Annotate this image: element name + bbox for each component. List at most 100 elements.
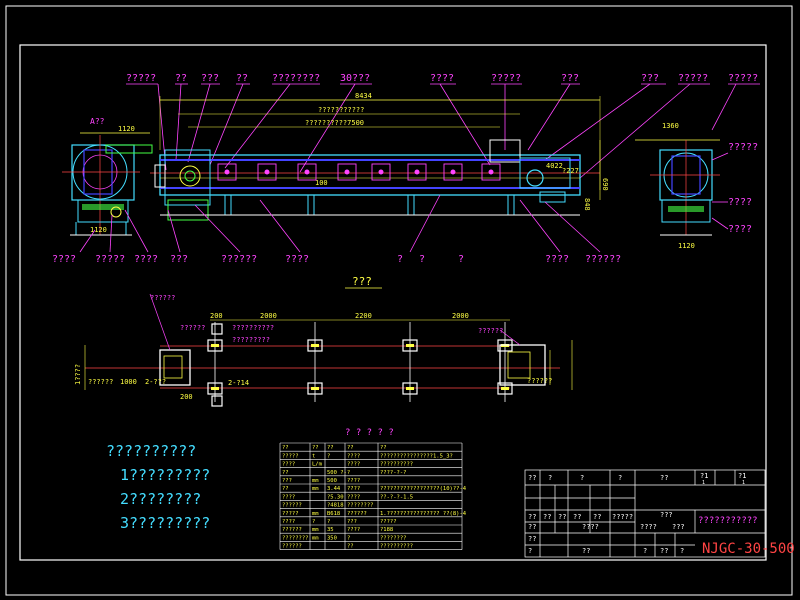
plan-dim-top: 2200 — [355, 312, 372, 320]
title-block: ?? ? ? ? ?? ?1 ?1 1 1 ?? ?? ?? ?? ?? ???… — [524, 469, 795, 558]
callout-label: ????? — [728, 142, 758, 153]
table-cell: ??? — [282, 478, 292, 484]
callout-label: ?????? — [585, 254, 621, 265]
view-ref-label: A?? — [90, 117, 105, 126]
scale-cell: 1 — [742, 480, 745, 486]
title-cell: ? — [680, 547, 684, 555]
right-end-view: 1360 1120 ????? ???? ???? — [635, 122, 758, 250]
plan-mid-dim: 200 — [180, 393, 193, 401]
table-cell: ?5.30 — [327, 494, 344, 500]
table-cell: ? — [327, 519, 330, 525]
title-cell: ? — [643, 547, 647, 555]
table-cell: ????? — [380, 519, 397, 525]
notes-title: ?????????? — [106, 442, 196, 460]
table-cell: ???? — [347, 478, 360, 484]
callout-label: ????? — [678, 73, 708, 84]
table-cell: ????? — [282, 511, 299, 517]
foundation-plan: ??? 200 2000 2200 2000 ?????? ?????? ???… — [74, 275, 573, 407]
callout-label: ???? — [430, 73, 454, 84]
table-header-cell: ?? — [380, 445, 387, 451]
table-cell: L/m — [312, 462, 323, 468]
left-end-view: A?? 1120 1120 — [62, 117, 153, 236]
plan-dim-top: 200 — [210, 312, 223, 320]
table-cell: ?? — [282, 486, 289, 492]
title-cell: ? — [580, 474, 584, 482]
top-callouts: ????? ?? ??? ?? ???????? 30??? ???? ????… — [126, 73, 758, 84]
plan-title: ??? — [352, 275, 372, 288]
callout-label: ?????? — [221, 254, 257, 265]
width-dim-bottom: 1120 — [90, 226, 107, 234]
table-cell: ???????? — [282, 535, 309, 541]
title-cell: ?? — [528, 535, 536, 543]
table-cell: ? — [327, 453, 330, 459]
title-cell: ????? — [612, 513, 633, 521]
ref-100-dim: 100 — [315, 179, 328, 187]
callout-label: ??? — [201, 73, 219, 84]
title-cell: ?? — [660, 547, 668, 555]
callout-label: ???? — [52, 254, 76, 265]
callout-label: ???? — [728, 197, 752, 208]
drawing-name: ??????????? — [698, 516, 758, 526]
plan-label: ?????? — [180, 324, 205, 332]
table-cell: ????-?-? — [380, 470, 407, 476]
table-cell: ????????????????1.5_3? — [380, 453, 453, 459]
right-bottom-dim: 1120 — [678, 242, 695, 250]
plan-left-dim: ?????? — [88, 378, 113, 386]
span-label-2: ??????????7500 — [305, 119, 364, 127]
title-cell: ?? — [528, 523, 536, 531]
callout-label: ???? — [285, 254, 309, 265]
drawing-border — [19, 44, 767, 561]
title-cell: ?? — [660, 474, 668, 482]
plan-label: ?????? — [478, 327, 503, 335]
table-cell: ???????? — [380, 535, 407, 541]
title-cell: ?? — [528, 474, 536, 482]
table-cell: mm — [312, 535, 319, 541]
plan-mid-dim: 2-?14 — [228, 379, 249, 387]
plan-left-dim: 1???? — [74, 364, 82, 385]
callout-label: ????? — [728, 73, 758, 84]
table-cell: ?????? — [282, 527, 302, 533]
technical-notes: ?????????? 1????????? 2???????? 3???????… — [106, 442, 210, 532]
table-cell: ???? — [347, 527, 360, 533]
callout-label: ????? — [126, 73, 156, 84]
main-elevation: 8434 ??????????? ??????????7500 100 — [150, 92, 609, 221]
table-cell: ?4818 — [327, 503, 344, 509]
table-cell: ???????? — [347, 503, 374, 509]
table-cell: ?????????? — [380, 544, 413, 550]
scale-cell: 1 — [702, 480, 705, 486]
height-dim-a: 690 — [601, 178, 609, 191]
table-cell: B618 — [327, 511, 340, 517]
overall-length-dim: 8434 — [355, 92, 372, 100]
table-header-cell: ?? — [327, 445, 334, 451]
plan-left-dim: 2-??? — [145, 378, 166, 386]
table-cell: mm — [312, 478, 319, 484]
table-cell: ???? — [347, 462, 360, 468]
table-cell: 350 — [327, 535, 337, 541]
table-cell: 3.44 — [327, 486, 341, 492]
title-cell: ?? — [593, 513, 601, 521]
note-item: 2???????? — [120, 490, 201, 508]
table-cell: ?????????? — [380, 462, 413, 468]
callout-label: ? — [458, 254, 464, 265]
table-cell: ? — [312, 519, 315, 525]
callout-label: ??? — [561, 73, 579, 84]
width-dim: 1120 — [118, 125, 135, 133]
plan-label: ????????? — [232, 336, 270, 344]
callout-label: ???????? — [272, 73, 320, 84]
table-cell: ?188 — [380, 527, 393, 533]
table-cell: 1.???????????????? ??(8)-4 — [380, 511, 467, 517]
scale-cell: ?1 — [700, 472, 708, 480]
callout-label: ???? — [134, 254, 158, 265]
ref-d-dim: ?227 — [562, 167, 579, 175]
table-header-cell: ?? — [347, 445, 354, 451]
outer-frame — [5, 5, 793, 596]
drawing-number: NJGC-30-500 — [702, 541, 795, 557]
callout-label: ? — [419, 254, 425, 265]
table-cell: ????? — [282, 453, 299, 459]
title-cell: ?? — [543, 513, 551, 521]
table-cell: ???? — [347, 494, 360, 500]
plan-dim-top: 2000 — [260, 312, 277, 320]
title-cell: ??? — [672, 523, 685, 531]
table-cell: 500 ?-? — [327, 470, 350, 476]
